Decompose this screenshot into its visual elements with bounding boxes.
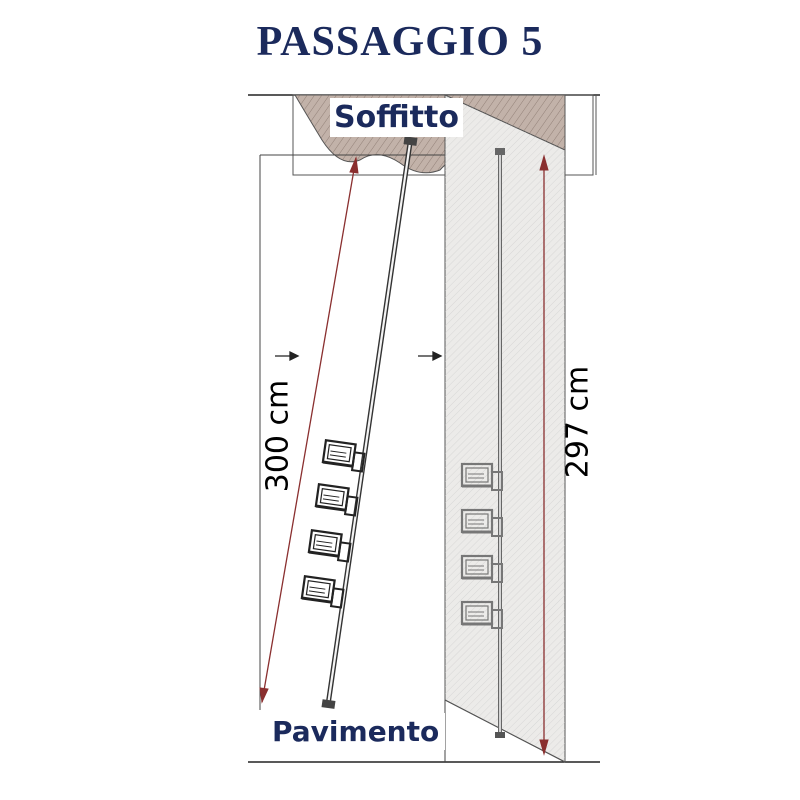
tilted-shelf-3 (307, 528, 352, 563)
floor-label: Pavimento (266, 713, 446, 750)
ceiling-label: Soffitto (330, 98, 463, 137)
tilted-shelves (300, 438, 366, 609)
arrow-left (275, 350, 300, 362)
tilted-shelf-1 (321, 438, 366, 473)
dimension-297 (539, 154, 549, 756)
dimension-300 (259, 156, 359, 704)
tilted-shelf-4 (300, 574, 345, 609)
installed-height-label: 297 cm (560, 365, 596, 479)
installed-shelves (460, 462, 503, 629)
installed-shelf-3 (460, 554, 503, 583)
installed-shelf-2 (460, 508, 503, 537)
installed-shelf-4 (460, 600, 503, 629)
tilted-shelf-2 (314, 482, 359, 517)
installed-pole (495, 148, 505, 738)
arrow-right (418, 350, 443, 362)
tilted-length-label: 300 cm (260, 379, 296, 493)
installed-shelf-1 (460, 462, 503, 491)
page-title: PASSAGGIO 5 (256, 19, 544, 65)
tilted-pole (321, 136, 418, 709)
